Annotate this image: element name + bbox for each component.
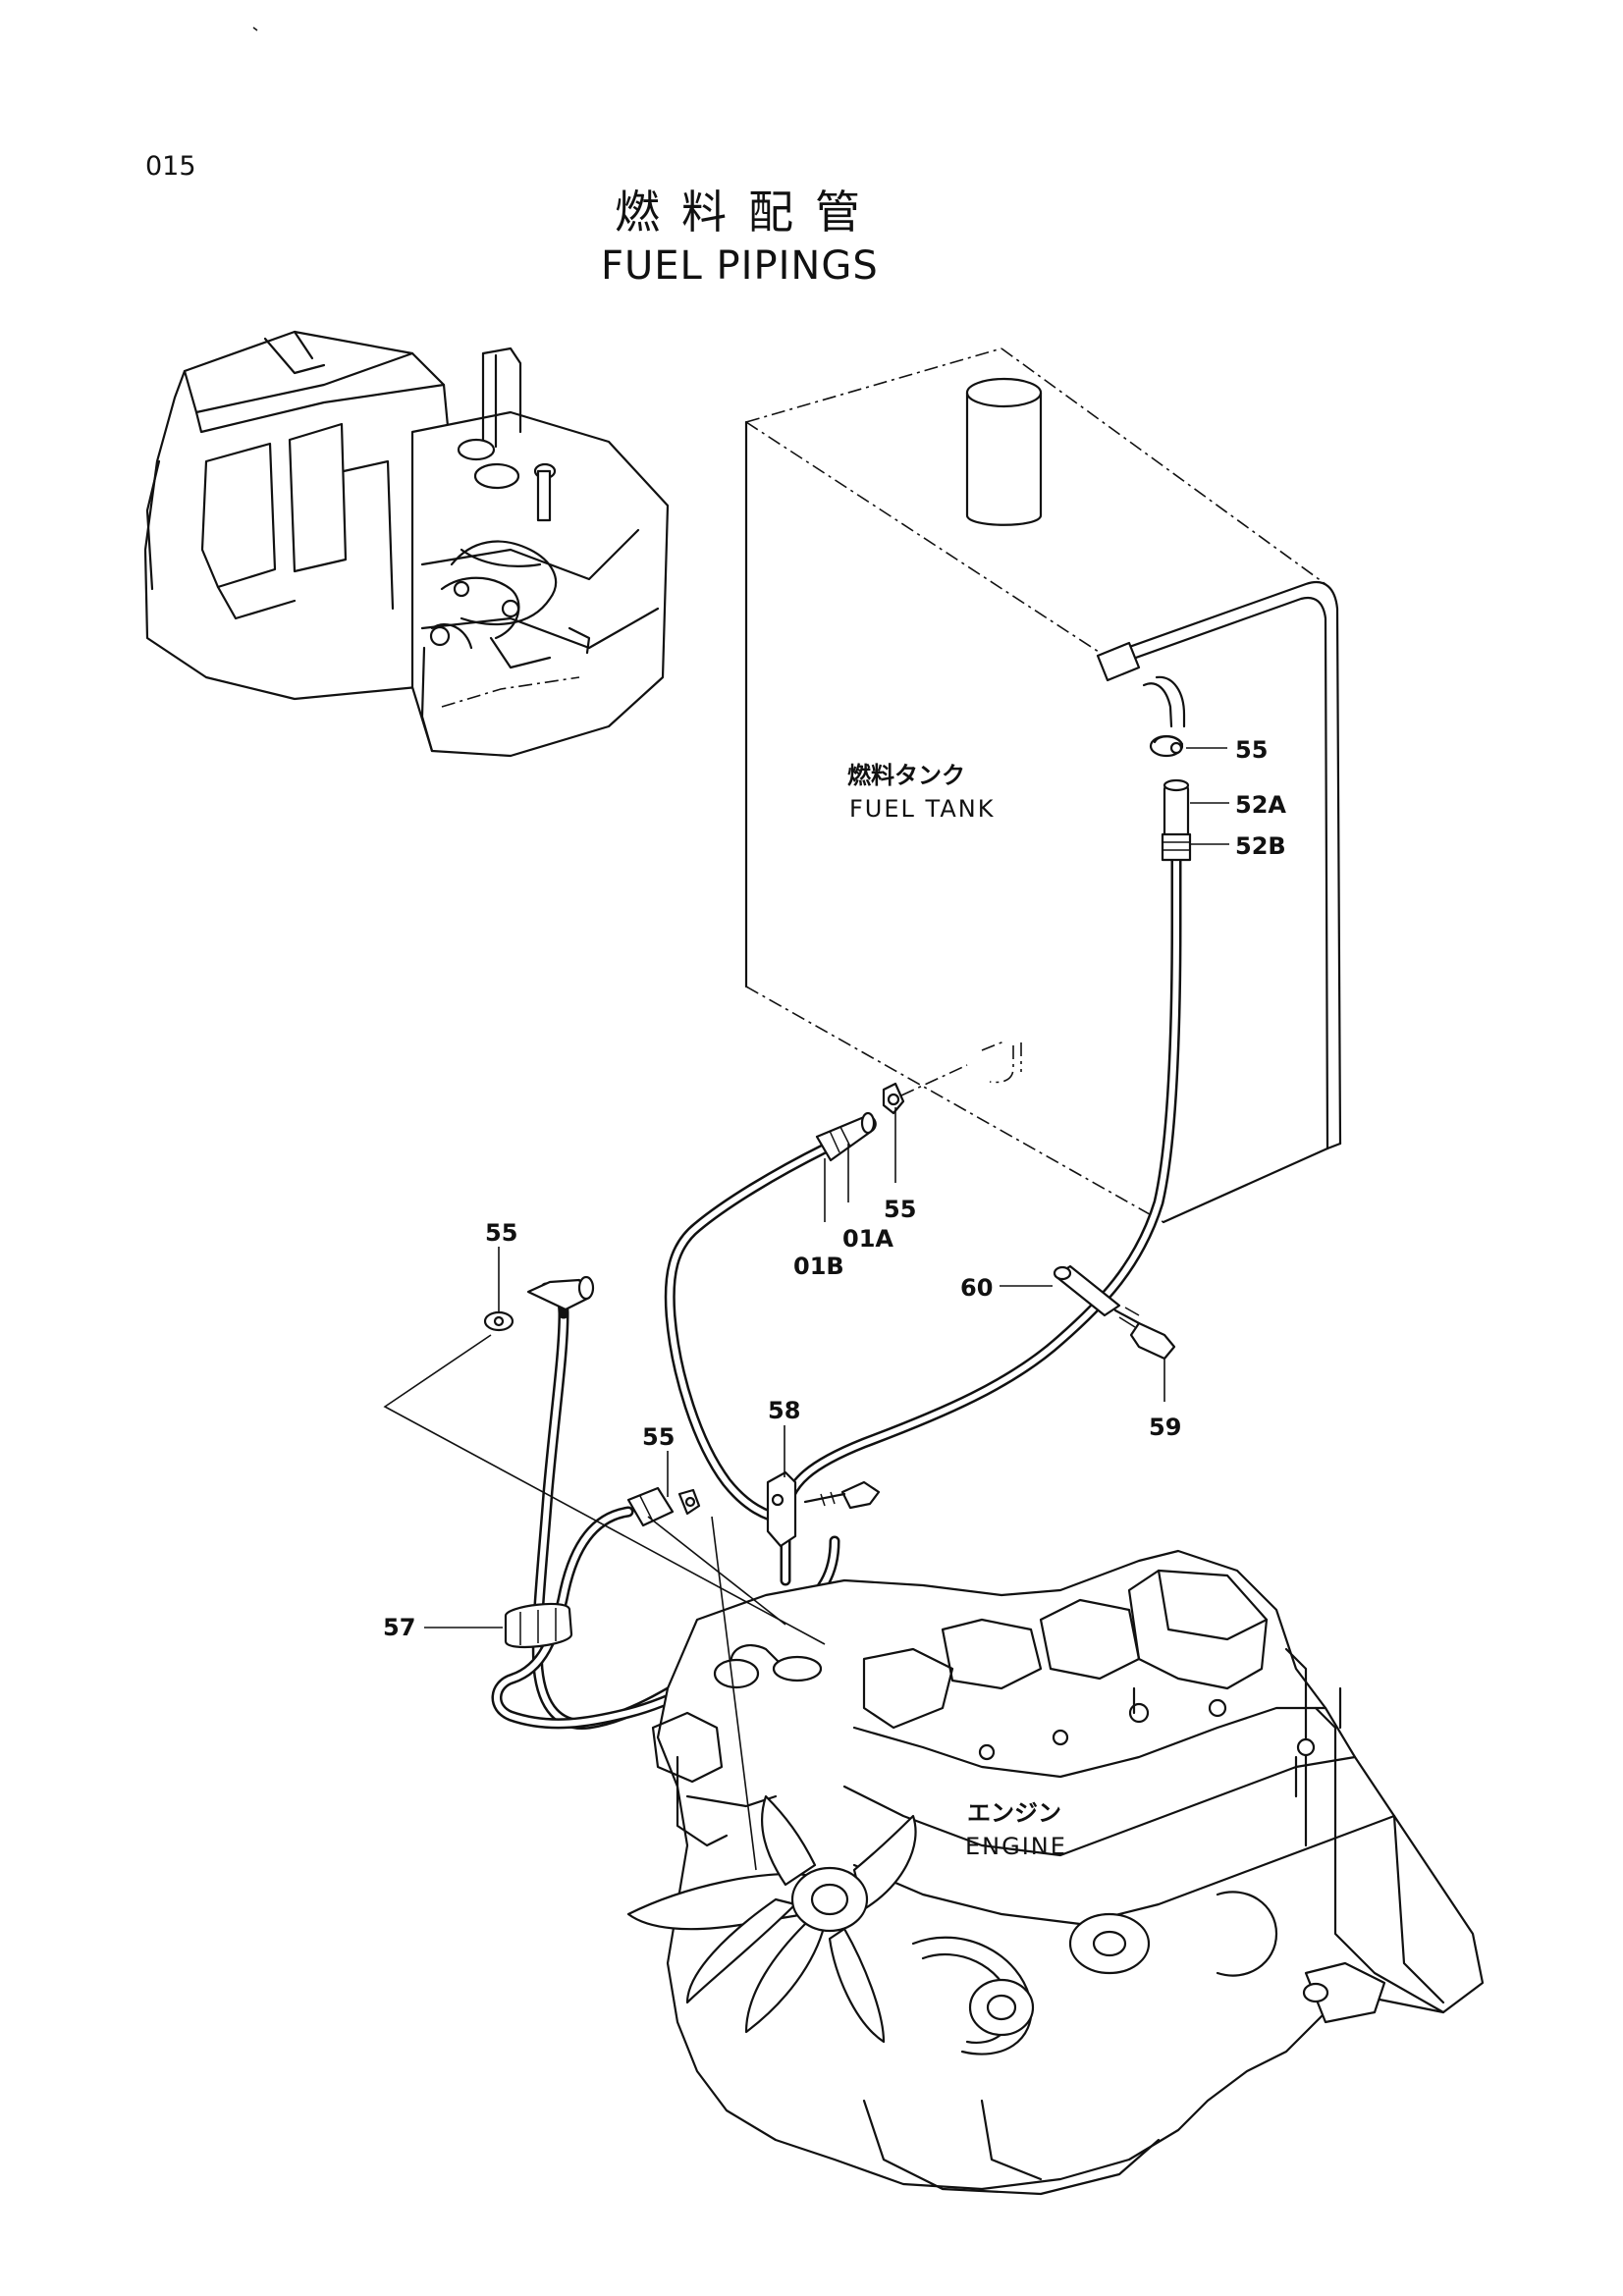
fuel-hose-52 bbox=[780, 734, 1192, 1586]
engine bbox=[626, 1549, 1485, 2196]
fuel-tank-label: FUEL TANK bbox=[849, 795, 995, 823]
cooling-fan bbox=[626, 1794, 917, 2044]
callout-52a: 52A bbox=[1235, 791, 1286, 819]
callout-55-tank-outlet: 55 bbox=[884, 1196, 916, 1223]
excavator-overview bbox=[143, 330, 670, 758]
bracket-58 bbox=[766, 1470, 881, 1548]
scan-mark bbox=[252, 27, 258, 31]
assembly-line-3 bbox=[647, 1516, 786, 1626]
title-japanese: 燃料配管 bbox=[615, 186, 882, 239]
callout-55-engine: 55 bbox=[642, 1423, 675, 1451]
fuel-hose-01 bbox=[664, 1064, 968, 1525]
engine-label: ENGINE bbox=[965, 1833, 1067, 1860]
fuel-tank bbox=[744, 347, 1342, 1224]
fuel-tank-label-ja: 燃料タンク bbox=[847, 762, 965, 789]
callout-60: 60 bbox=[960, 1274, 993, 1302]
clamp-60 bbox=[1053, 1264, 1176, 1361]
callout-59: 59 bbox=[1149, 1414, 1181, 1441]
assembly-line-2 bbox=[711, 1516, 757, 1871]
callout-01b: 01B bbox=[793, 1253, 844, 1280]
callout-58: 58 bbox=[768, 1397, 800, 1424]
callout-57: 57 bbox=[383, 1614, 415, 1641]
assembly-line-1 bbox=[383, 1334, 826, 1645]
engine-label-ja: エンジン bbox=[967, 1799, 1061, 1827]
callout-55-left: 55 bbox=[485, 1219, 517, 1247]
page-title: FUEL PIPINGS bbox=[601, 243, 879, 289]
callout-52b: 52B bbox=[1235, 832, 1286, 860]
leader-lines bbox=[424, 747, 1229, 1629]
callout-01a: 01A bbox=[842, 1225, 893, 1253]
page-number: 015 bbox=[145, 151, 196, 182]
callout-55-tank-top: 55 bbox=[1235, 736, 1268, 764]
